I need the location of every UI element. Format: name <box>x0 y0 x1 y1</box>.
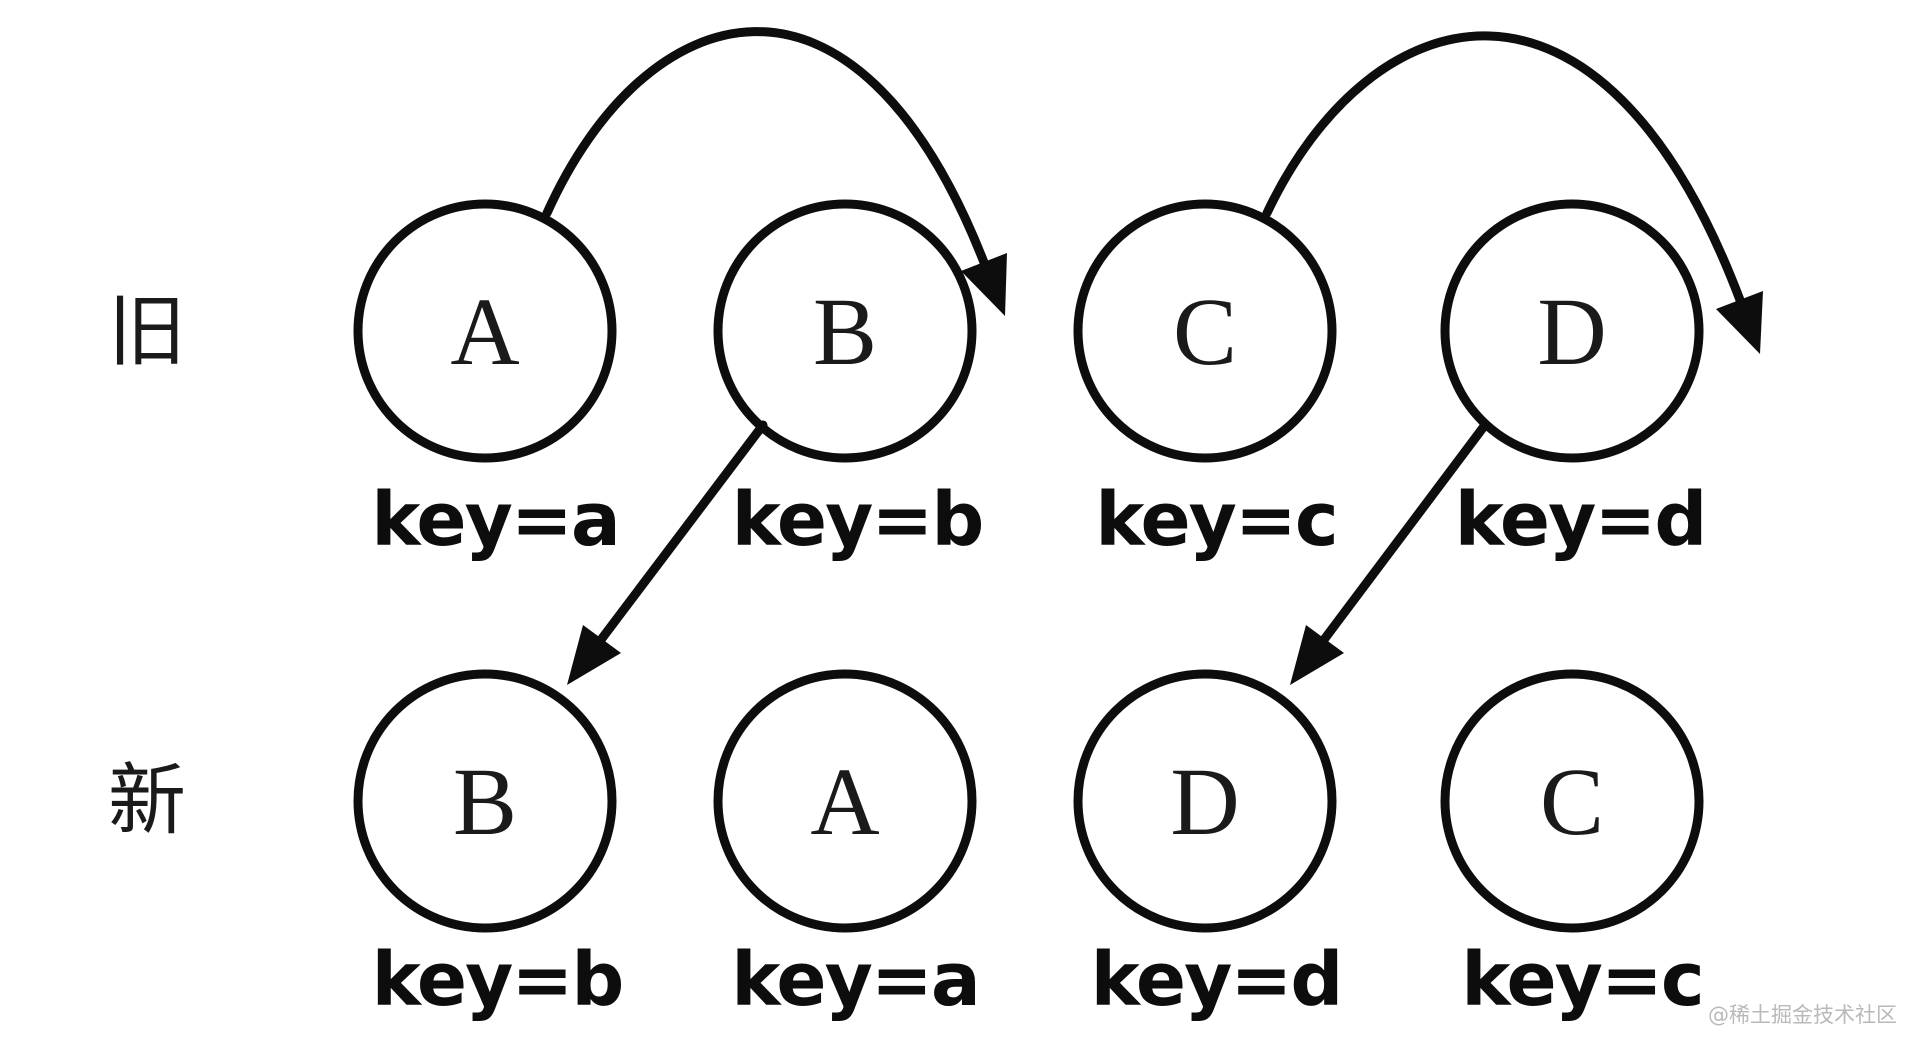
node-new-d-letter: D <box>1170 748 1239 855</box>
node-new-c-letter: C <box>1540 748 1604 855</box>
node-old-a-circle <box>353 199 617 463</box>
node-old-c: C key=c <box>1073 199 1339 563</box>
node-old-b-letter: B <box>813 278 877 385</box>
node-old-b-circle <box>713 199 977 463</box>
node-old-d: D key=d <box>1440 199 1707 563</box>
row-label-new: 新 <box>108 757 186 844</box>
node-old-d-letter: D <box>1537 278 1606 385</box>
node-new-c: C key=c <box>1440 669 1705 1023</box>
node-new-b-circle <box>353 669 617 933</box>
node-new-c-circle <box>1440 669 1704 933</box>
node-old-c-key: key=c <box>1095 477 1337 563</box>
arrow-move-a-after-b <box>542 27 1007 316</box>
arrow-move-c-head <box>1716 291 1763 354</box>
node-old-a-key: key=a <box>371 477 619 563</box>
node-old-a-letter: A <box>450 278 519 385</box>
arrow-move-c-after-d <box>1262 31 1763 354</box>
arrow-move-a-shaft <box>542 27 990 270</box>
arrow-reuse-b <box>567 420 768 685</box>
node-old-d-key: key=d <box>1455 477 1706 563</box>
node-new-a-letter: A <box>810 748 879 855</box>
node-old-d-circle <box>1440 199 1704 463</box>
node-old-c-letter: C <box>1173 278 1237 385</box>
node-new-b: B key=b <box>353 669 624 1023</box>
arrow-reuse-d-head <box>1290 625 1344 685</box>
node-new-a-key: key=a <box>731 937 979 1023</box>
node-old-b-key: key=b <box>732 477 983 563</box>
node-old-a: A key=a <box>353 199 621 563</box>
node-new-d-circle <box>1073 669 1337 933</box>
node-old-b: B key=b <box>713 199 984 563</box>
node-new-a: A key=a <box>713 669 981 1023</box>
row-label-old: 旧 <box>108 288 186 375</box>
arrow-reuse-b-shaft <box>589 420 768 654</box>
node-new-b-letter: B <box>453 748 517 855</box>
node-new-d-key: key=d <box>1091 937 1342 1023</box>
node-new-c-key: key=c <box>1461 937 1703 1023</box>
arrow-move-c-shaft <box>1262 31 1745 305</box>
arrow-reuse-d-shaft <box>1312 420 1490 654</box>
node-new-a-circle <box>713 669 977 933</box>
node-new-b-key: key=b <box>372 937 623 1023</box>
node-new-d: D key=d <box>1073 669 1343 1023</box>
arrow-move-a-head <box>961 253 1007 316</box>
watermark: @稀土掘金技术社区 <box>1708 1003 1897 1027</box>
arrow-reuse-b-head <box>567 625 621 685</box>
node-old-c-circle <box>1073 199 1337 463</box>
arrow-reuse-d <box>1290 420 1490 685</box>
